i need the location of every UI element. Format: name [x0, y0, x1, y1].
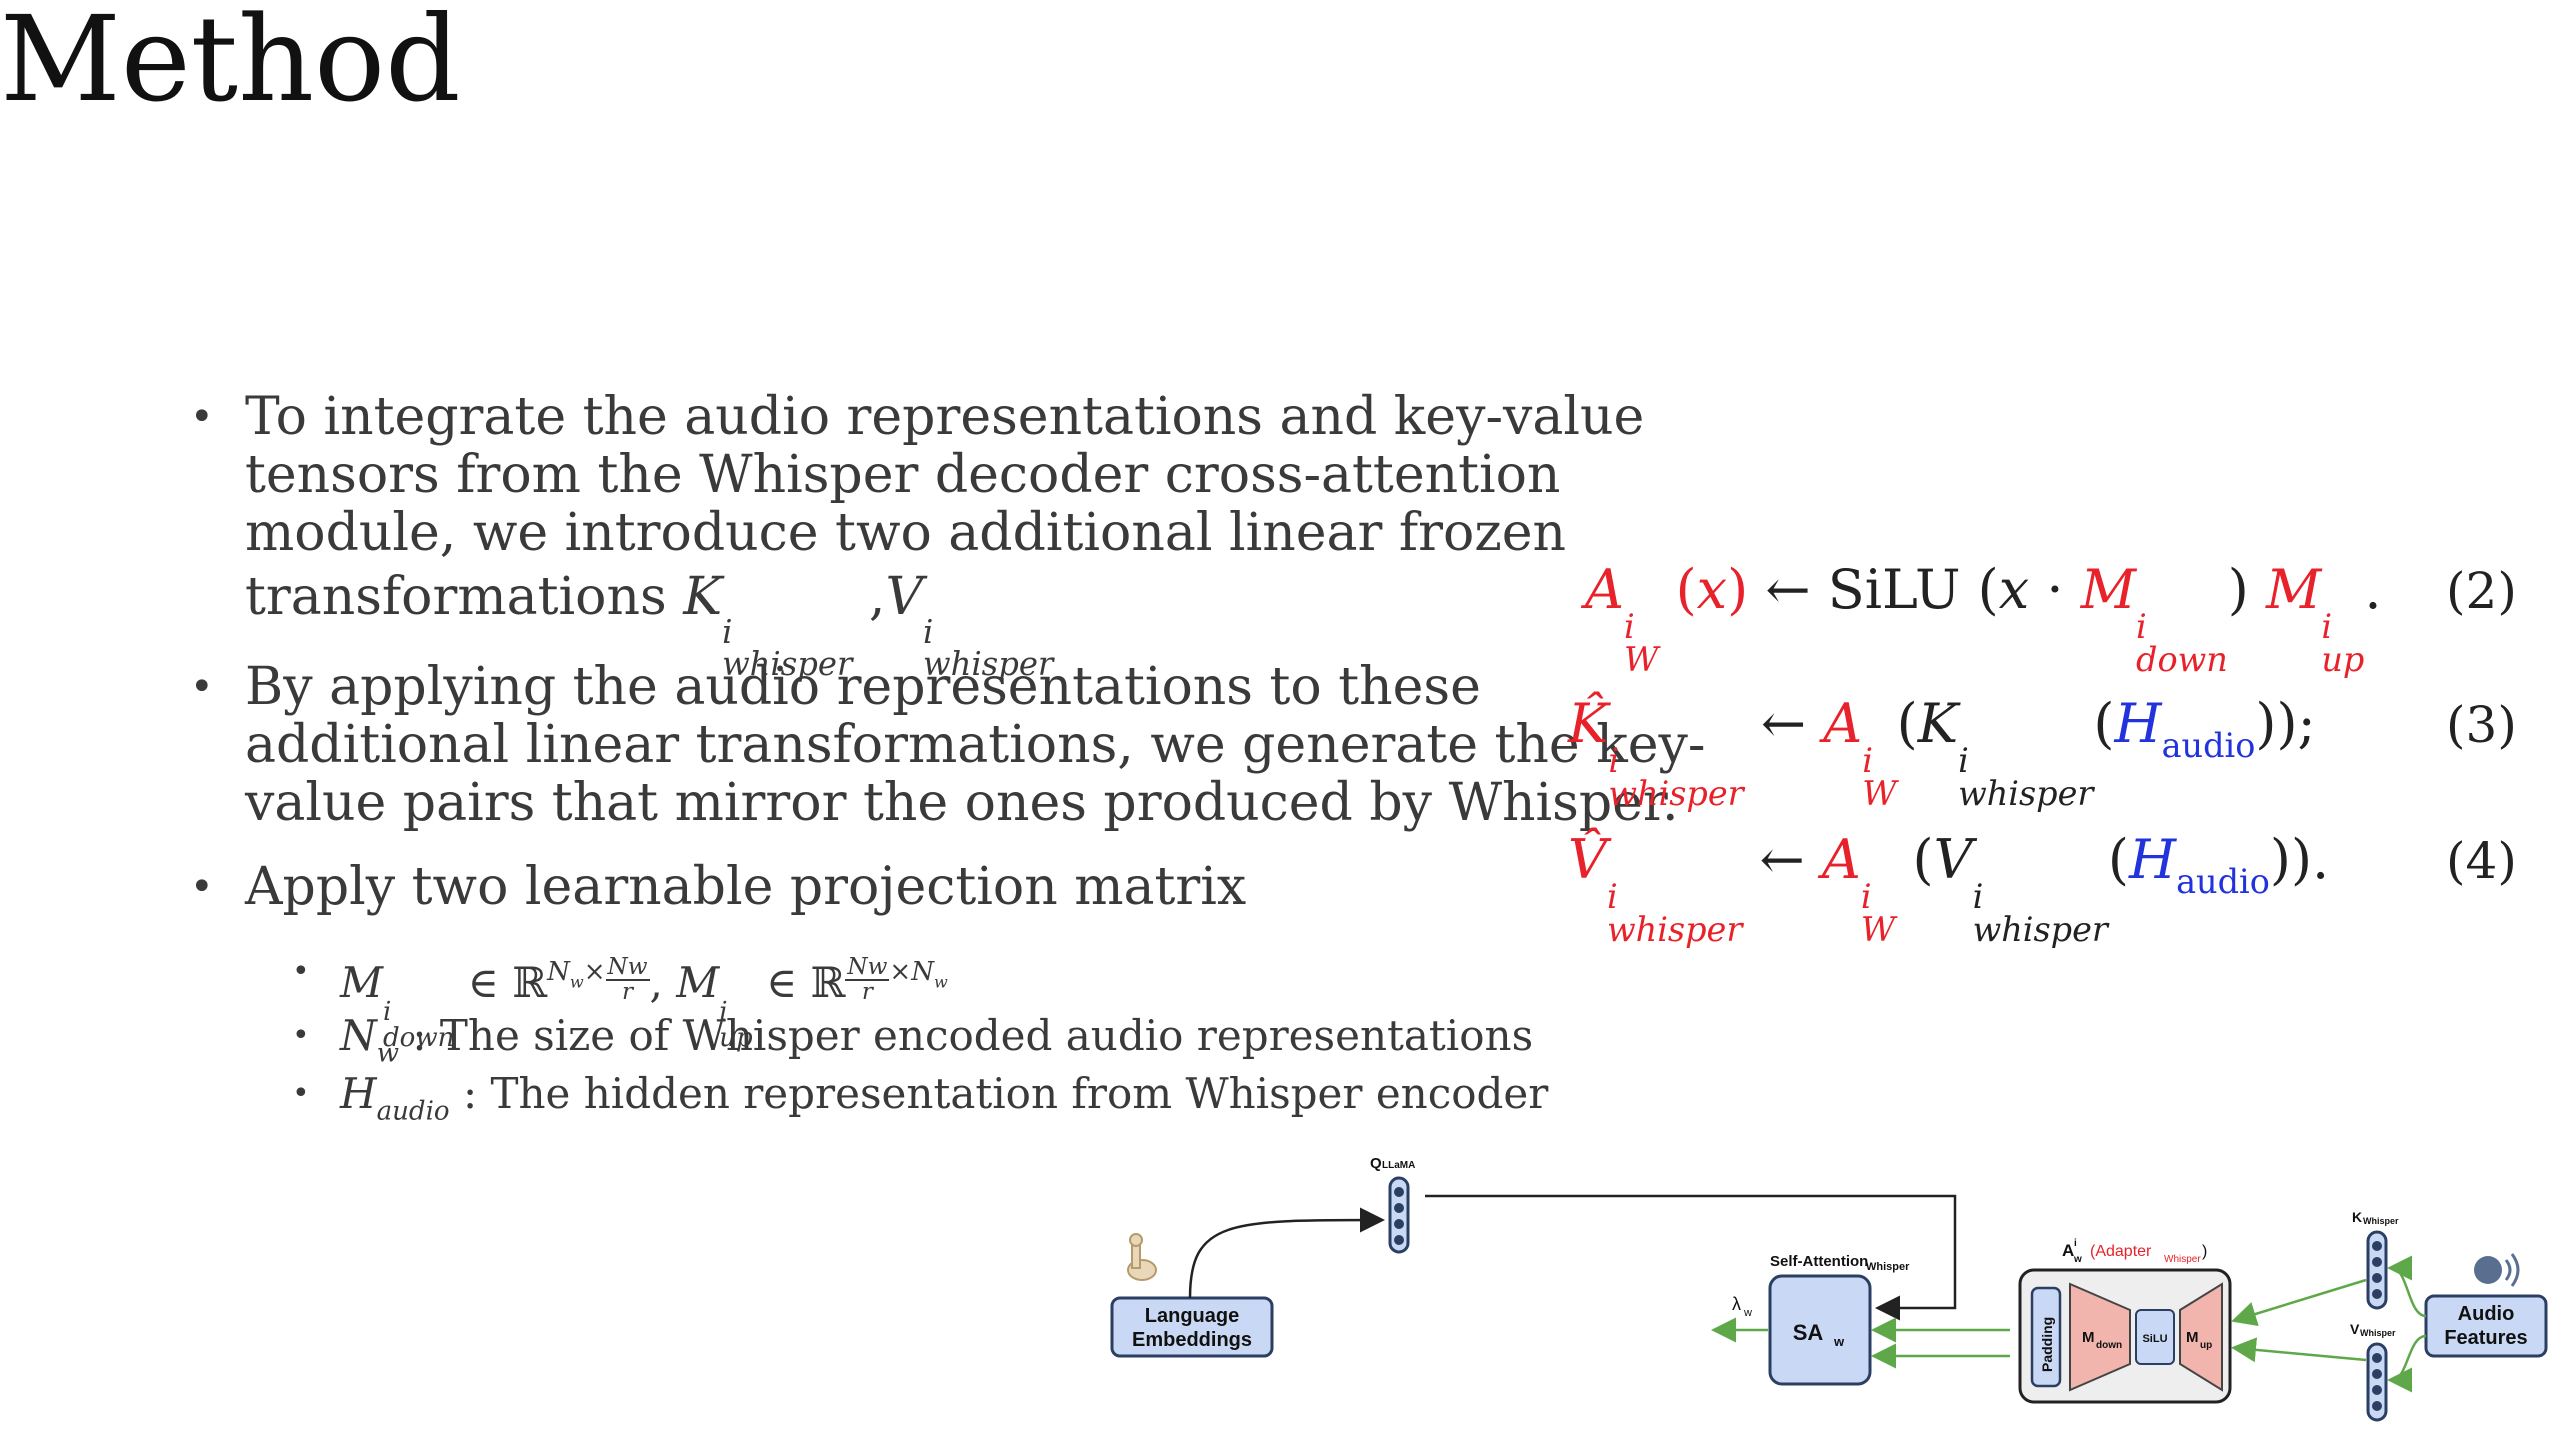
- svg-text:LLaMA: LLaMA: [1382, 1160, 1415, 1171]
- arrow-embeddings-to-q: [1188, 1207, 1385, 1299]
- v-whisper-vector: V Whisper: [2350, 1321, 2396, 1422]
- q-llama-vector: Q LLaMA: [1370, 1155, 1415, 1254]
- svg-text:Embeddings: Embeddings: [1132, 1329, 1252, 1351]
- bullet-3-line-1: Apply two learnable projection matrix: [245, 857, 1247, 917]
- bullet-dot: •: [190, 864, 214, 910]
- speaker-icon: [2474, 1253, 2520, 1287]
- svg-text:down: down: [2096, 1340, 2122, 1351]
- llama-icon: [1127, 1233, 1157, 1281]
- silu-block: SiLU: [2135, 1309, 2175, 1365]
- bullet-2-line-1: By applying the audio representations to…: [245, 657, 1481, 717]
- m-down-block: M down: [2069, 1282, 2131, 1392]
- equation-number-3: (3): [2446, 696, 2517, 754]
- svg-text:K: K: [2352, 1209, 2362, 1225]
- self-attention-label: Self-Attention: [1770, 1253, 1868, 1270]
- arrow-audio-to-k: [2387, 1255, 2427, 1318]
- language-embeddings-box: Language Embeddings: [1110, 1296, 1274, 1358]
- svg-text:(Adapter: (Adapter: [2090, 1243, 2152, 1260]
- svg-text:Whisper: Whisper: [2363, 1216, 2399, 1226]
- svg-text:M: M: [2186, 1329, 2199, 1346]
- svg-text:SA: SA: [1793, 1320, 1824, 1345]
- subbullet-haudio: • Haudio : The hidden representation fro…: [292, 1069, 1549, 1127]
- architecture-diagram: Language Embeddings Q LLaMA Self-Attenti…: [1110, 1155, 2548, 1422]
- bullet-1: • To integrate the audio representations…: [190, 388, 1644, 680]
- svg-text:Whisper: Whisper: [1866, 1261, 1910, 1273]
- bullet-3: • Apply two learnable projection matrix: [190, 858, 1390, 918]
- svg-text:Whisper: Whisper: [2164, 1254, 2201, 1265]
- svg-text:V: V: [2350, 1321, 2360, 1337]
- svg-text:M: M: [2082, 1329, 2095, 1346]
- bullet-1-line-1: To integrate the audio representations a…: [245, 387, 1645, 447]
- svg-text:Padding: Padding: [2039, 1317, 2055, 1372]
- k-whisper-vector: K Whisper: [2352, 1209, 2399, 1310]
- svg-text:A: A: [2062, 1241, 2074, 1260]
- adapter-label: A i w (Adapter Whisper ): [2062, 1238, 2207, 1265]
- bullet-2: • By applying the audio representations …: [190, 658, 1705, 838]
- audio-features-box: Audio Features: [2424, 1294, 2548, 1358]
- equation-number-2: (2): [2446, 562, 2517, 620]
- padding-block: Padding: [2030, 1286, 2062, 1388]
- arrow-q-to-sa: [1425, 1194, 1957, 1321]
- svg-text:Whisper: Whisper: [2360, 1328, 2396, 1338]
- svg-text:Audio: Audio: [2458, 1303, 2515, 1325]
- bullet-1-line-2: tensors from the Whisper decoder cross-a…: [245, 445, 1561, 505]
- svg-text:): ): [2202, 1243, 2207, 1260]
- svg-text:Features: Features: [2444, 1327, 2527, 1349]
- equation-number-4: (4): [2446, 832, 2517, 890]
- bullet-1-line-3: module, we introduce two additional line…: [245, 503, 1566, 563]
- svg-text:w: w: [1833, 1334, 1845, 1349]
- svg-text:Q: Q: [1370, 1155, 1382, 1172]
- svg-text:up: up: [2200, 1340, 2212, 1351]
- bullet-2-line-2: additional linear transformations, we ge…: [245, 715, 1706, 775]
- lambda-label: λ: [1732, 1294, 1741, 1314]
- svg-text:SiLU: SiLU: [2142, 1333, 2167, 1345]
- bullet-dot: •: [190, 664, 214, 710]
- m-up-block: M up: [2179, 1282, 2223, 1392]
- svg-text:w: w: [1743, 1307, 1752, 1319]
- bullet-2-line-3: value pairs that mirror the ones produce…: [245, 773, 1679, 833]
- bullet-dot: •: [190, 394, 214, 440]
- arrow-audio-to-v: [2387, 1334, 2427, 1393]
- svg-text:i: i: [2074, 1238, 2077, 1249]
- arrow-k-to-adapter: [2231, 1278, 2367, 1327]
- slide-title: Method: [0, 0, 461, 128]
- sa-box: SA w: [1768, 1274, 1872, 1386]
- arrow-v-to-adapter: [2231, 1337, 2367, 1363]
- svg-text:w: w: [2073, 1254, 2082, 1265]
- subbullet-nw: • Nw : The size of Whisper encoded audio…: [292, 1011, 1534, 1069]
- svg-text:Language: Language: [1145, 1305, 1239, 1327]
